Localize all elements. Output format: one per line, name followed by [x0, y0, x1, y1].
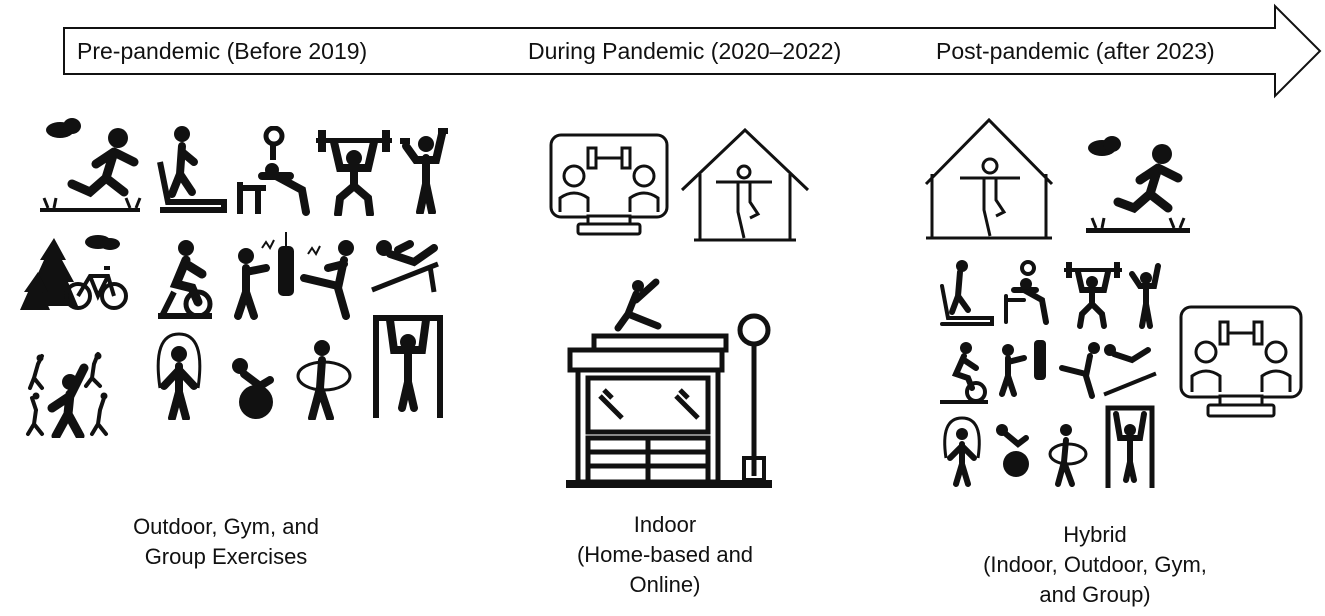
- jump-rope-icon: [156, 332, 202, 420]
- stationary-bike-icon: [158, 240, 213, 319]
- hula-hoop-icon: [296, 340, 352, 420]
- caption-post-line1: Hybrid: [1063, 522, 1127, 547]
- incline-situp-icon: [371, 240, 439, 293]
- outdoor-running-icon-post: [1086, 136, 1190, 233]
- caption-post-line3: and Group): [1039, 582, 1151, 607]
- cycling-outdoors-icon: [20, 235, 128, 310]
- caption-post-line2: (Indoor, Outdoor, Gym,: [983, 552, 1207, 577]
- caption-during: Indoor (Home-based and Online): [540, 510, 790, 600]
- phase-label-pre: Pre-pandemic (Before 2019): [77, 38, 368, 64]
- exercise-ball-icon: [232, 358, 274, 419]
- boxing-bag-icon: [234, 232, 294, 320]
- caption-pre: Outdoor, Gym, and Group Exercises: [96, 512, 356, 572]
- home-workout-icon-post: [924, 118, 1054, 240]
- treadmill-icon: [157, 126, 227, 213]
- online-class-monitor-icon-post: [1179, 305, 1303, 418]
- pull-up-bar-icon: [373, 315, 443, 418]
- phase-label-post: Post-pandemic (after 2023): [936, 38, 1215, 64]
- phase-label-during: During Pandemic (2020–2022): [528, 38, 842, 64]
- caption-pre-line1: Outdoor, Gym, and: [133, 514, 319, 539]
- online-class-monitor-icon: [549, 133, 669, 236]
- caption-during-line2: (Home-based and: [576, 542, 754, 567]
- caption-post: Hybrid (Indoor, Outdoor, Gym, and Group): [955, 520, 1235, 610]
- bench-press-icon: [237, 126, 310, 216]
- group-exercise-icon: [26, 352, 108, 438]
- caption-pre-line2: Group Exercises: [144, 544, 308, 569]
- timeline-arrow: [63, 3, 1322, 99]
- caption-during-line3: Online): [629, 572, 701, 597]
- dumbbell-raise-icon: [400, 128, 448, 214]
- home-workout-icon: [680, 128, 810, 242]
- outdoor-running-icon: [40, 118, 142, 212]
- gym-exercise-grid-icon: [940, 260, 1161, 488]
- caption-during-line1: Indoor: [633, 512, 697, 537]
- gym-building-icon: [566, 278, 772, 488]
- weightlifting-icon: [316, 130, 392, 216]
- kickboxing-icon: [300, 240, 354, 320]
